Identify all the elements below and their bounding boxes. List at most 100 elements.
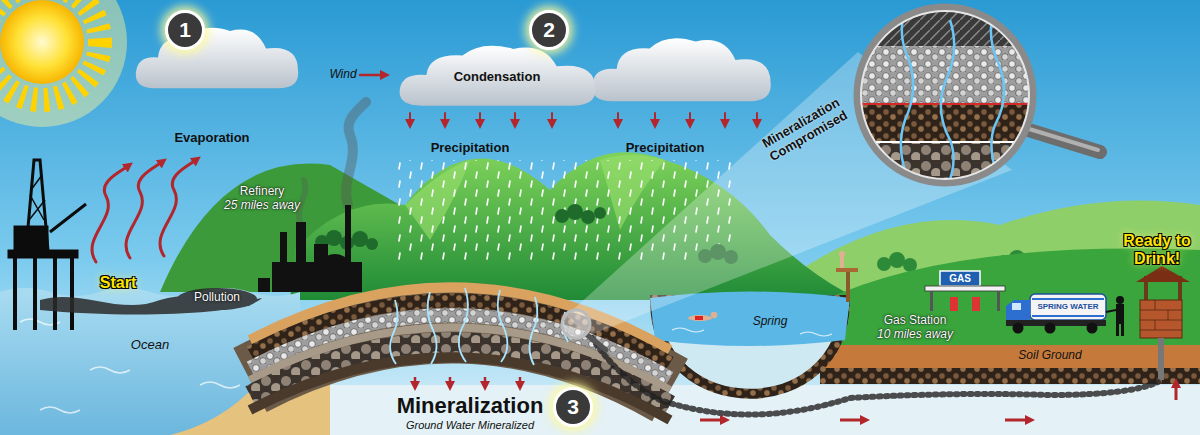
refinery-smoke-part (346, 102, 366, 205)
person-part (1116, 304, 1124, 324)
pebble-band (820, 368, 1200, 384)
oil-rig-part (50, 204, 86, 232)
oil-rig-part (14, 226, 48, 250)
gas-station-part (950, 297, 958, 311)
trees-part (567, 204, 583, 220)
ocean-label: Ocean (131, 338, 169, 353)
callout-number: 3 (553, 387, 593, 427)
water-truck-part (1032, 315, 1104, 317)
water-veins-part (390, 300, 397, 364)
small-magnifier-part (586, 334, 606, 350)
flow-arrow (700, 384, 1176, 420)
flow-arrow-part (519, 377, 522, 385)
refinery-silhouette-part (345, 205, 351, 262)
flow-arrow-part (449, 377, 452, 385)
diving-tower-part (840, 257, 844, 268)
sun-part (0, 0, 84, 84)
small-magnifier-part (562, 310, 590, 338)
water-veins-part (498, 290, 508, 362)
stage-subtitle: Ground Water Mineralized (406, 419, 534, 432)
start-label: Start (100, 274, 136, 292)
trees-part (594, 207, 606, 219)
diving-tower-part (839, 251, 845, 257)
distance-note: 10 miles away (877, 328, 953, 342)
flow-arrow-part (414, 377, 417, 385)
flow-arrow-part (617, 113, 619, 123)
water-truck-part (1030, 294, 1106, 320)
flow-arrow-part (514, 113, 516, 123)
flow-arrow-part (479, 113, 481, 123)
cloud-part (136, 28, 298, 88)
small-magnifier (562, 310, 606, 350)
magnifier-rim-part (861, 11, 1029, 179)
refinery-silhouette-part (323, 254, 347, 270)
ocean-waves-part (40, 407, 80, 413)
process-label: Evaporation (174, 131, 249, 146)
well (1136, 266, 1190, 380)
gas-station-part (972, 297, 980, 311)
magnified-layers-part (901, 10, 913, 180)
flow-arrow-part (484, 377, 487, 385)
refinery-silhouette-part (296, 222, 306, 262)
trees-part (326, 230, 342, 246)
trees-part (581, 210, 595, 224)
magnifier-rim-part (857, 7, 1033, 183)
cloud-outline (399, 46, 595, 106)
swimmer (688, 312, 717, 321)
trees-part (352, 231, 368, 247)
water-truck-part (1045, 323, 1056, 334)
water-veins-part (529, 297, 537, 365)
truck-text: SPRING WATER (1037, 302, 1098, 311)
rock-layers-part (250, 357, 670, 420)
layer-label: Soil Ground (1018, 349, 1081, 363)
magnified-layers-part (941, 20, 954, 185)
gas-station-part (930, 291, 933, 311)
place-label: Gas Station (884, 314, 947, 328)
oil-rig-part (26, 160, 48, 250)
sign-text: GAS (949, 273, 971, 285)
oil-rig-part (29, 175, 45, 220)
water-truck-part (1013, 323, 1024, 334)
person-part (1106, 310, 1116, 312)
diving-tower-part (836, 268, 858, 272)
trees-part (555, 209, 569, 223)
pollution-label: Pollution (194, 291, 240, 305)
spring-pond-part (672, 328, 832, 336)
pollution-trail (592, 338, 1158, 415)
water-truck-part (1032, 298, 1104, 300)
node-body: Condensation (395, 38, 600, 110)
cloud-part (592, 38, 771, 101)
trees-part (889, 252, 905, 268)
magnified-layers-part (850, 103, 1050, 105)
process-label: Precipitation (431, 141, 510, 156)
pollution-smoke-part (177, 288, 257, 310)
oil-rig-part (15, 258, 72, 330)
flow-arrow-part (689, 113, 691, 123)
node-text: Condensation (454, 63, 541, 85)
flow-arrow-part (360, 74, 384, 77)
spring-label: Spring (753, 315, 788, 329)
water-truck (1006, 294, 1106, 334)
spring-pond (650, 292, 850, 394)
water-veins-part (428, 292, 437, 364)
swimmer-part (695, 316, 703, 320)
gas-station (925, 271, 1005, 311)
pollution-smoke (40, 288, 262, 314)
person-part (1116, 296, 1124, 304)
trees-part (877, 257, 891, 271)
water-veins-part (459, 288, 468, 362)
refinery-silhouette-part (280, 232, 287, 262)
ocean-waves (20, 319, 240, 413)
cloud-node: Condensation (395, 38, 600, 110)
stage-title: Mineralization (397, 393, 544, 418)
callout-number: 1 (165, 10, 205, 50)
magnified-layers (850, 0, 1050, 193)
water-truck-part (1087, 323, 1098, 334)
water-veins (390, 288, 568, 365)
wind-label: Wind (329, 68, 356, 82)
magnifier-handle-part (1026, 128, 1098, 150)
